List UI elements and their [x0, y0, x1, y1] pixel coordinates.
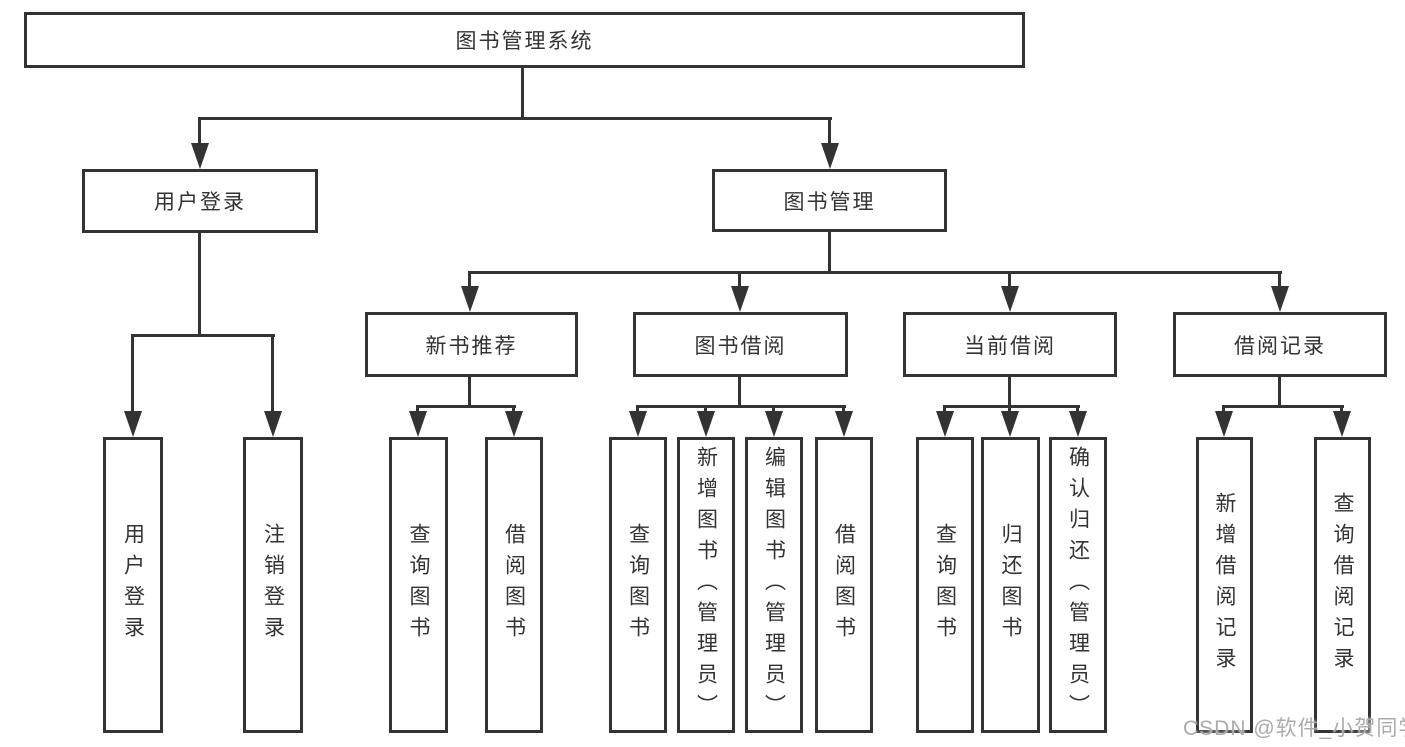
- node-new-book-recommend: 新书推荐: [365, 312, 578, 377]
- edge-to-leaf-confirm-return: [1076, 405, 1079, 415]
- edge-root-branch: [198, 117, 832, 120]
- leaf-add-book-admin-label: 新增图书（管理员）: [694, 445, 718, 725]
- edge-current-borrow-branch: [943, 405, 1080, 408]
- edge-to-book-borrow: [738, 271, 741, 291]
- leaf-add-borrow-record-label: 新增借阅记录: [1213, 492, 1236, 678]
- leaf-query-book-3-label: 查询图书: [933, 523, 957, 647]
- edge-user-login-stem: [198, 233, 201, 337]
- edge-current-borrow-stem: [1008, 377, 1011, 408]
- edge-to-leaf-borrow-book-2: [842, 405, 845, 415]
- leaf-edit-book-admin: 编辑图书（管理员）: [745, 437, 803, 733]
- leaf-confirm-return-admin-label: 确认归还（管理员）: [1066, 445, 1090, 725]
- edge-to-leaf-user-login: [131, 334, 134, 417]
- edge-to-user-login: [198, 117, 201, 149]
- arrowhead-leaf-confirm-return-icon: [1069, 411, 1087, 437]
- edge-to-current-borrow: [1008, 271, 1011, 291]
- node-user-login: 用户登录: [82, 169, 318, 233]
- edge-borrow-record-stem: [1278, 377, 1281, 408]
- edge-new-book-branch: [416, 405, 516, 408]
- edge-user-login-branch: [132, 334, 275, 337]
- edge-to-leaf-logout: [271, 334, 274, 417]
- leaf-query-book-2: 查询图书: [609, 437, 667, 733]
- node-borrow-record-label: 借阅记录: [1234, 334, 1326, 358]
- leaf-query-borrow-record-label: 查询借阅记录: [1331, 492, 1354, 678]
- leaf-logout-label: 注销登录: [261, 523, 285, 647]
- edge-book-management-stem: [828, 232, 831, 274]
- arrowhead-leaf-logout-icon: [264, 411, 282, 437]
- node-current-borrow-label: 当前借阅: [964, 334, 1056, 358]
- node-root-label: 图书管理系统: [455, 30, 594, 53]
- leaf-borrow-book-1: 借阅图书: [485, 437, 543, 733]
- leaf-add-book-admin: 新增图书（管理员）: [677, 437, 735, 733]
- arrowhead-book-borrow-icon: [731, 286, 749, 312]
- edge-new-book-stem: [468, 377, 471, 408]
- arrowhead-user-login-icon: [191, 143, 209, 169]
- leaf-confirm-return-admin: 确认归还（管理员）: [1049, 437, 1107, 733]
- edge-borrow-record-branch: [1222, 405, 1344, 408]
- edge-to-leaf-query-record: [1340, 405, 1343, 415]
- arrowhead-leaf-borrow-book-2-icon: [835, 411, 853, 437]
- leaf-query-book-2-label: 查询图书: [626, 523, 650, 647]
- node-book-management: 图书管理: [712, 169, 947, 232]
- leaf-user-login-label: 用户登录: [121, 523, 145, 647]
- edge-book-borrow-stem: [738, 377, 741, 408]
- leaf-edit-book-admin-label: 编辑图书（管理员）: [762, 445, 786, 725]
- edge-to-leaf-query-book-2: [636, 405, 639, 415]
- edge-to-leaf-add-record: [1222, 405, 1225, 415]
- arrowhead-new-book-recommend-icon: [461, 286, 479, 312]
- arrowhead-leaf-query-book-3-icon: [936, 411, 954, 437]
- leaf-query-borrow-record: 查询借阅记录: [1314, 437, 1371, 733]
- leaf-query-book-1-label: 查询图书: [407, 523, 430, 647]
- edge-to-leaf-borrow-book-1: [512, 405, 515, 415]
- edge-to-borrow-record: [1278, 271, 1281, 291]
- leaf-add-borrow-record: 新增借阅记录: [1196, 437, 1253, 733]
- arrowhead-leaf-add-book-icon: [697, 411, 715, 437]
- arrowhead-current-borrow-icon: [1001, 286, 1019, 312]
- leaf-query-book-3: 查询图书: [916, 437, 974, 733]
- edge-book-management-branch: [469, 271, 1282, 274]
- edge-to-book-management: [828, 117, 831, 149]
- edge-root-stem: [521, 68, 524, 120]
- node-book-management-label: 图书管理: [783, 190, 876, 214]
- csdn-watermark: CSDN @软件_小贺同学: [1183, 717, 1405, 740]
- arrowhead-leaf-return-book-icon: [1001, 411, 1019, 437]
- arrowhead-book-management-icon: [821, 143, 839, 169]
- node-current-borrow: 当前借阅: [903, 312, 1117, 377]
- leaf-logout: 注销登录: [243, 437, 303, 733]
- arrowhead-leaf-borrow-book-1-icon: [505, 411, 523, 437]
- arrowhead-leaf-edit-book-icon: [765, 411, 783, 437]
- edge-to-leaf-query-book-1: [416, 405, 419, 415]
- arrowhead-leaf-user-login-icon: [124, 411, 142, 437]
- node-book-borrow: 图书借阅: [633, 312, 848, 377]
- leaf-query-book-1: 查询图书: [389, 437, 448, 733]
- leaf-user-login: 用户登录: [103, 437, 163, 733]
- arrowhead-leaf-query-book-2-icon: [629, 411, 647, 437]
- edge-to-leaf-edit-book: [772, 405, 775, 415]
- leaf-borrow-book-1-label: 借阅图书: [502, 523, 526, 647]
- node-borrow-record: 借阅记录: [1173, 312, 1387, 377]
- node-book-borrow-label: 图书借阅: [694, 334, 787, 358]
- arrowhead-leaf-query-book-1-icon: [409, 411, 427, 437]
- leaf-borrow-book-2: 借阅图书: [815, 437, 873, 733]
- arrowhead-leaf-add-record-icon: [1215, 411, 1233, 437]
- edge-to-new-book-recommend: [468, 271, 471, 291]
- edge-to-leaf-return-book: [1008, 405, 1011, 415]
- leaf-borrow-book-2-label: 借阅图书: [832, 523, 856, 647]
- edge-book-borrow-branch: [636, 405, 846, 408]
- arrowhead-leaf-query-record-icon: [1333, 411, 1351, 437]
- node-new-book-recommend-label: 新书推荐: [425, 334, 518, 358]
- edge-to-leaf-add-book: [704, 405, 707, 415]
- node-user-login-label: 用户登录: [154, 191, 246, 214]
- leaf-return-book-label: 归还图书: [999, 523, 1022, 647]
- node-root: 图书管理系统: [24, 12, 1025, 68]
- edge-to-leaf-query-book-3: [943, 405, 946, 415]
- leaf-return-book: 归还图书: [981, 437, 1040, 733]
- arrowhead-borrow-record-icon: [1271, 286, 1289, 312]
